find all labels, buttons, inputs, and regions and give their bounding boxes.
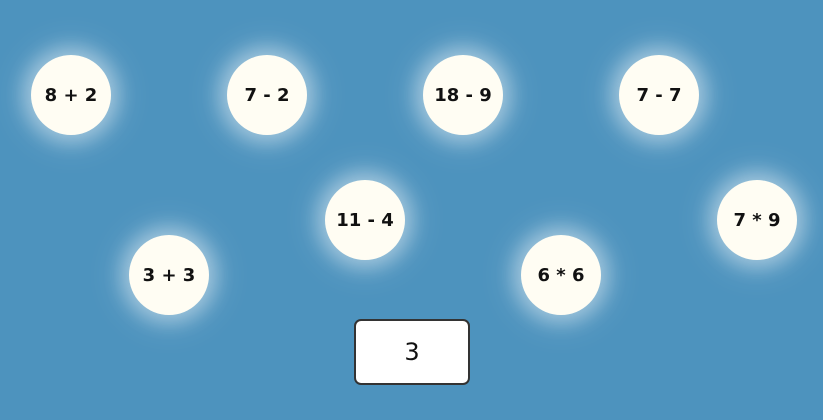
equation-bubble-7-minus-7[interactable]: 7 - 7	[619, 55, 699, 135]
bubble-expression: 7 - 2	[244, 84, 290, 106]
bubble-expression: 11 - 4	[336, 209, 394, 231]
equation-bubble-3-plus-3[interactable]: 3 + 3	[129, 235, 209, 315]
bubble-expression: 18 - 9	[434, 84, 492, 106]
bubble-expression: 6 * 6	[537, 264, 585, 286]
equation-bubble-8-plus-2[interactable]: 8 + 2	[31, 55, 111, 135]
equation-bubble-7-minus-2[interactable]: 7 - 2	[227, 55, 307, 135]
target-answer-box: 3	[354, 319, 470, 385]
equation-bubble-18-minus-9[interactable]: 18 - 9	[423, 55, 503, 135]
bubble-expression: 7 - 7	[636, 84, 682, 106]
equation-bubble-6-times-6[interactable]: 6 * 6	[521, 235, 601, 315]
target-answer-value: 3	[404, 338, 420, 366]
bubble-expression: 3 + 3	[142, 264, 196, 286]
equation-bubble-7-times-9[interactable]: 7 * 9	[717, 180, 797, 260]
equation-bubble-11-minus-4[interactable]: 11 - 4	[325, 180, 405, 260]
bubble-expression: 7 * 9	[733, 209, 781, 231]
bubble-expression: 8 + 2	[44, 84, 98, 106]
